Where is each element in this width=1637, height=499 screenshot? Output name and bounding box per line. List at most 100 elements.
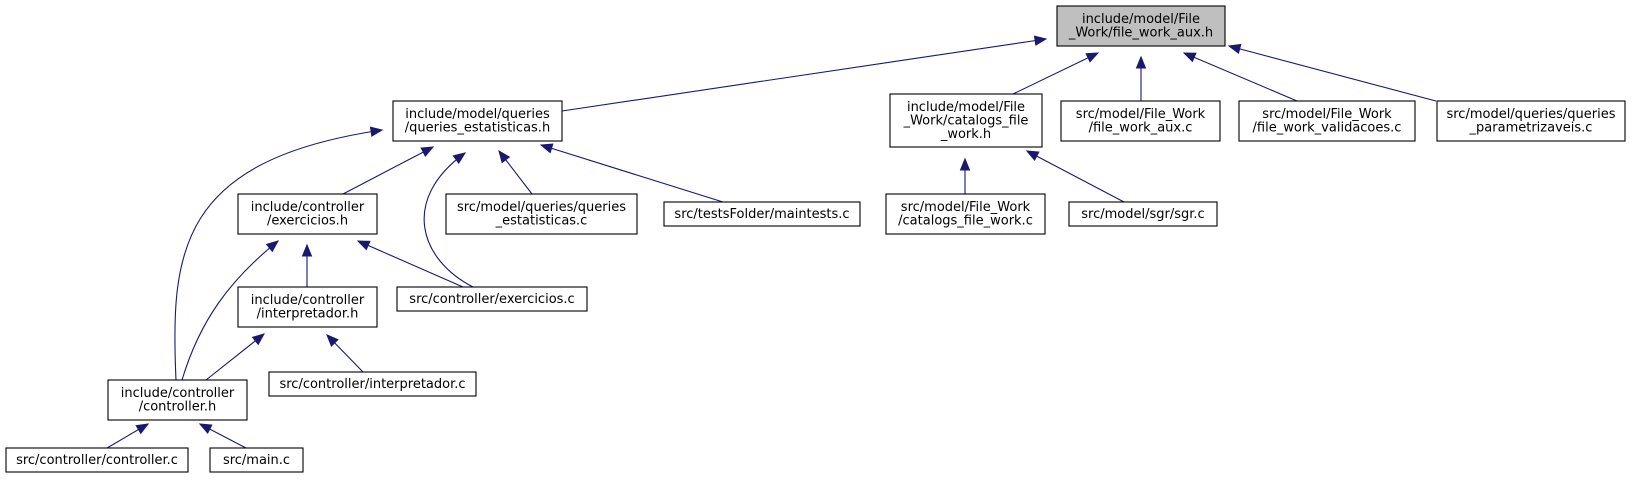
arrowhead-icon [265, 240, 280, 253]
graph-node[interactable]: src/controller/exercicios.c [396, 286, 588, 312]
node-label-line: /interpretador.h [257, 307, 359, 322]
node-box [209, 447, 304, 473]
node-box [268, 371, 477, 397]
node-label-line: /catalogs_file_work.c [898, 214, 1033, 229]
node-label-line: _parametrizaveis.c [1469, 121, 1593, 136]
node-label-line: _estatisticas.c [495, 214, 588, 229]
node-box [1068, 201, 1218, 227]
node-label-line: src/controller/exercicios.c [409, 292, 574, 307]
node-label-line: include/controller [251, 200, 365, 215]
node-label-line: src/model/File_Work [1262, 107, 1392, 122]
node-box [1056, 5, 1226, 47]
graph-node[interactable]: src/model/File_Work/catalogs_file_work.c [885, 193, 1046, 235]
node-box [885, 193, 1046, 235]
arrowhead-icon [301, 243, 313, 257]
arrowhead-icon [369, 126, 384, 137]
arrowhead-icon [326, 334, 339, 347]
node-label-line: src/model/sgr/sgr.c [1081, 207, 1204, 222]
node-label-line: src/model/File_Work [901, 200, 1031, 215]
node-label-line: /exercicios.h [267, 214, 348, 229]
edge-n1-to-n0 [561, 35, 1048, 112]
arrowhead-icon [539, 143, 554, 154]
arrowhead-icon [198, 423, 213, 434]
graph-node[interactable]: include/model/File_Work/catalogs_file_wo… [889, 93, 1043, 148]
graph-node[interactable]: src/model/queries/queries_parametrizavei… [1436, 100, 1626, 142]
edge-n3-to-n0 [1135, 55, 1147, 101]
arrowhead-icon [959, 157, 971, 171]
edge-n13-to-n11 [205, 333, 266, 381]
node-label-line: include/controller [251, 293, 365, 308]
node-box [1238, 100, 1416, 142]
node-label-line: _Work/file_work_aux.h [1068, 26, 1213, 41]
edge-n11-to-n6 [301, 243, 313, 287]
graph-node[interactable]: include/model/queries/queries_estatistic… [392, 100, 563, 142]
edge-n16-to-n13 [198, 423, 247, 449]
edge-n13-to-n1 [174, 126, 384, 381]
node-box [5, 447, 189, 473]
node-label-line: src/model/queries/queries [1446, 107, 1615, 122]
arrowhead-icon [135, 423, 150, 435]
node-label-line: src/model/File_Work [1076, 107, 1206, 122]
arrowhead-icon [452, 152, 467, 164]
node-box [445, 193, 638, 235]
edge-n2-to-n0 [1012, 52, 1100, 95]
edge-n9-to-n2 [959, 157, 971, 194]
edge-n13-to-n6 [181, 240, 280, 381]
arrowhead-icon [1135, 55, 1147, 69]
node-box [663, 201, 861, 227]
arrowhead-icon [251, 333, 266, 346]
arrowhead-icon [356, 240, 371, 251]
arrowhead-icon [1033, 35, 1048, 46]
edge-n7-to-n1 [498, 149, 533, 195]
node-label-line: _Work/catalogs_file [903, 113, 1029, 128]
graph-node[interactable]: src/model/queries/queries_estatisticas.c [445, 193, 638, 235]
node-label-line: include/model/File [907, 100, 1025, 115]
graph-node[interactable]: src/controller/interpretador.c [268, 371, 477, 397]
edge-n4-to-n0 [1182, 52, 1298, 102]
node-label-line: src/controller/interpretador.c [279, 377, 465, 392]
edge-n12-to-n1 [423, 152, 474, 288]
node-box [237, 286, 378, 328]
node-label-line: _work.h [940, 127, 991, 142]
nodes-layer: include/model/File_Work/file_work_aux.hi… [5, 5, 1626, 473]
graph-node[interactable]: src/main.c [209, 447, 304, 473]
graph-node[interactable]: src/model/File_Work/file_work_aux.c [1060, 100, 1221, 142]
edge-n6-to-n1 [342, 146, 435, 195]
node-label-line: include/model/queries [405, 107, 550, 122]
graph-node[interactable]: src/testsFolder/maintests.c [663, 201, 861, 227]
node-label-line: /file_work_aux.c [1089, 121, 1193, 136]
node-label-line: /queries_estatisticas.h [405, 121, 550, 136]
node-label-line: src/model/queries/queries [457, 200, 626, 215]
node-box [107, 379, 248, 421]
arrowhead-icon [1227, 43, 1242, 55]
node-box [392, 100, 563, 142]
graph-node[interactable]: src/model/sgr/sgr.c [1068, 201, 1218, 227]
node-box [237, 193, 378, 235]
node-label-line: /controller.h [139, 400, 217, 415]
arrowhead-icon [498, 149, 511, 164]
graph-node[interactable]: src/model/File_Work/file_work_validacoes… [1238, 100, 1416, 142]
arrowhead-icon [420, 146, 435, 157]
node-box [1436, 100, 1626, 142]
node-box [1060, 100, 1221, 142]
edge-n8-to-n1 [539, 143, 724, 203]
graph-node[interactable]: include/controller/interpretador.h [237, 286, 378, 328]
node-label-line: src/main.c [223, 453, 290, 468]
arrowhead-icon [1182, 52, 1197, 63]
edge-n15-to-n13 [106, 423, 150, 449]
node-box [889, 93, 1043, 148]
arrowhead-icon [1025, 150, 1040, 161]
edges-layer [106, 35, 1437, 449]
graph-node[interactable]: src/controller/controller.c [5, 447, 189, 473]
node-label-line: /file_work_validacoes.c [1253, 121, 1402, 136]
graph-node[interactable]: include/controller/controller.h [107, 379, 248, 421]
edge-n10-to-n2 [1025, 150, 1125, 203]
node-box [396, 286, 588, 312]
arrowhead-icon [1085, 52, 1100, 63]
graph-node-current-file: include/model/File_Work/file_work_aux.h [1056, 5, 1226, 47]
node-label-line: src/controller/controller.c [16, 453, 178, 468]
node-label-line: include/controller [121, 386, 235, 401]
graph-node[interactable]: include/controller/exercicios.h [237, 193, 378, 235]
edge-n14-to-n11 [326, 334, 364, 373]
